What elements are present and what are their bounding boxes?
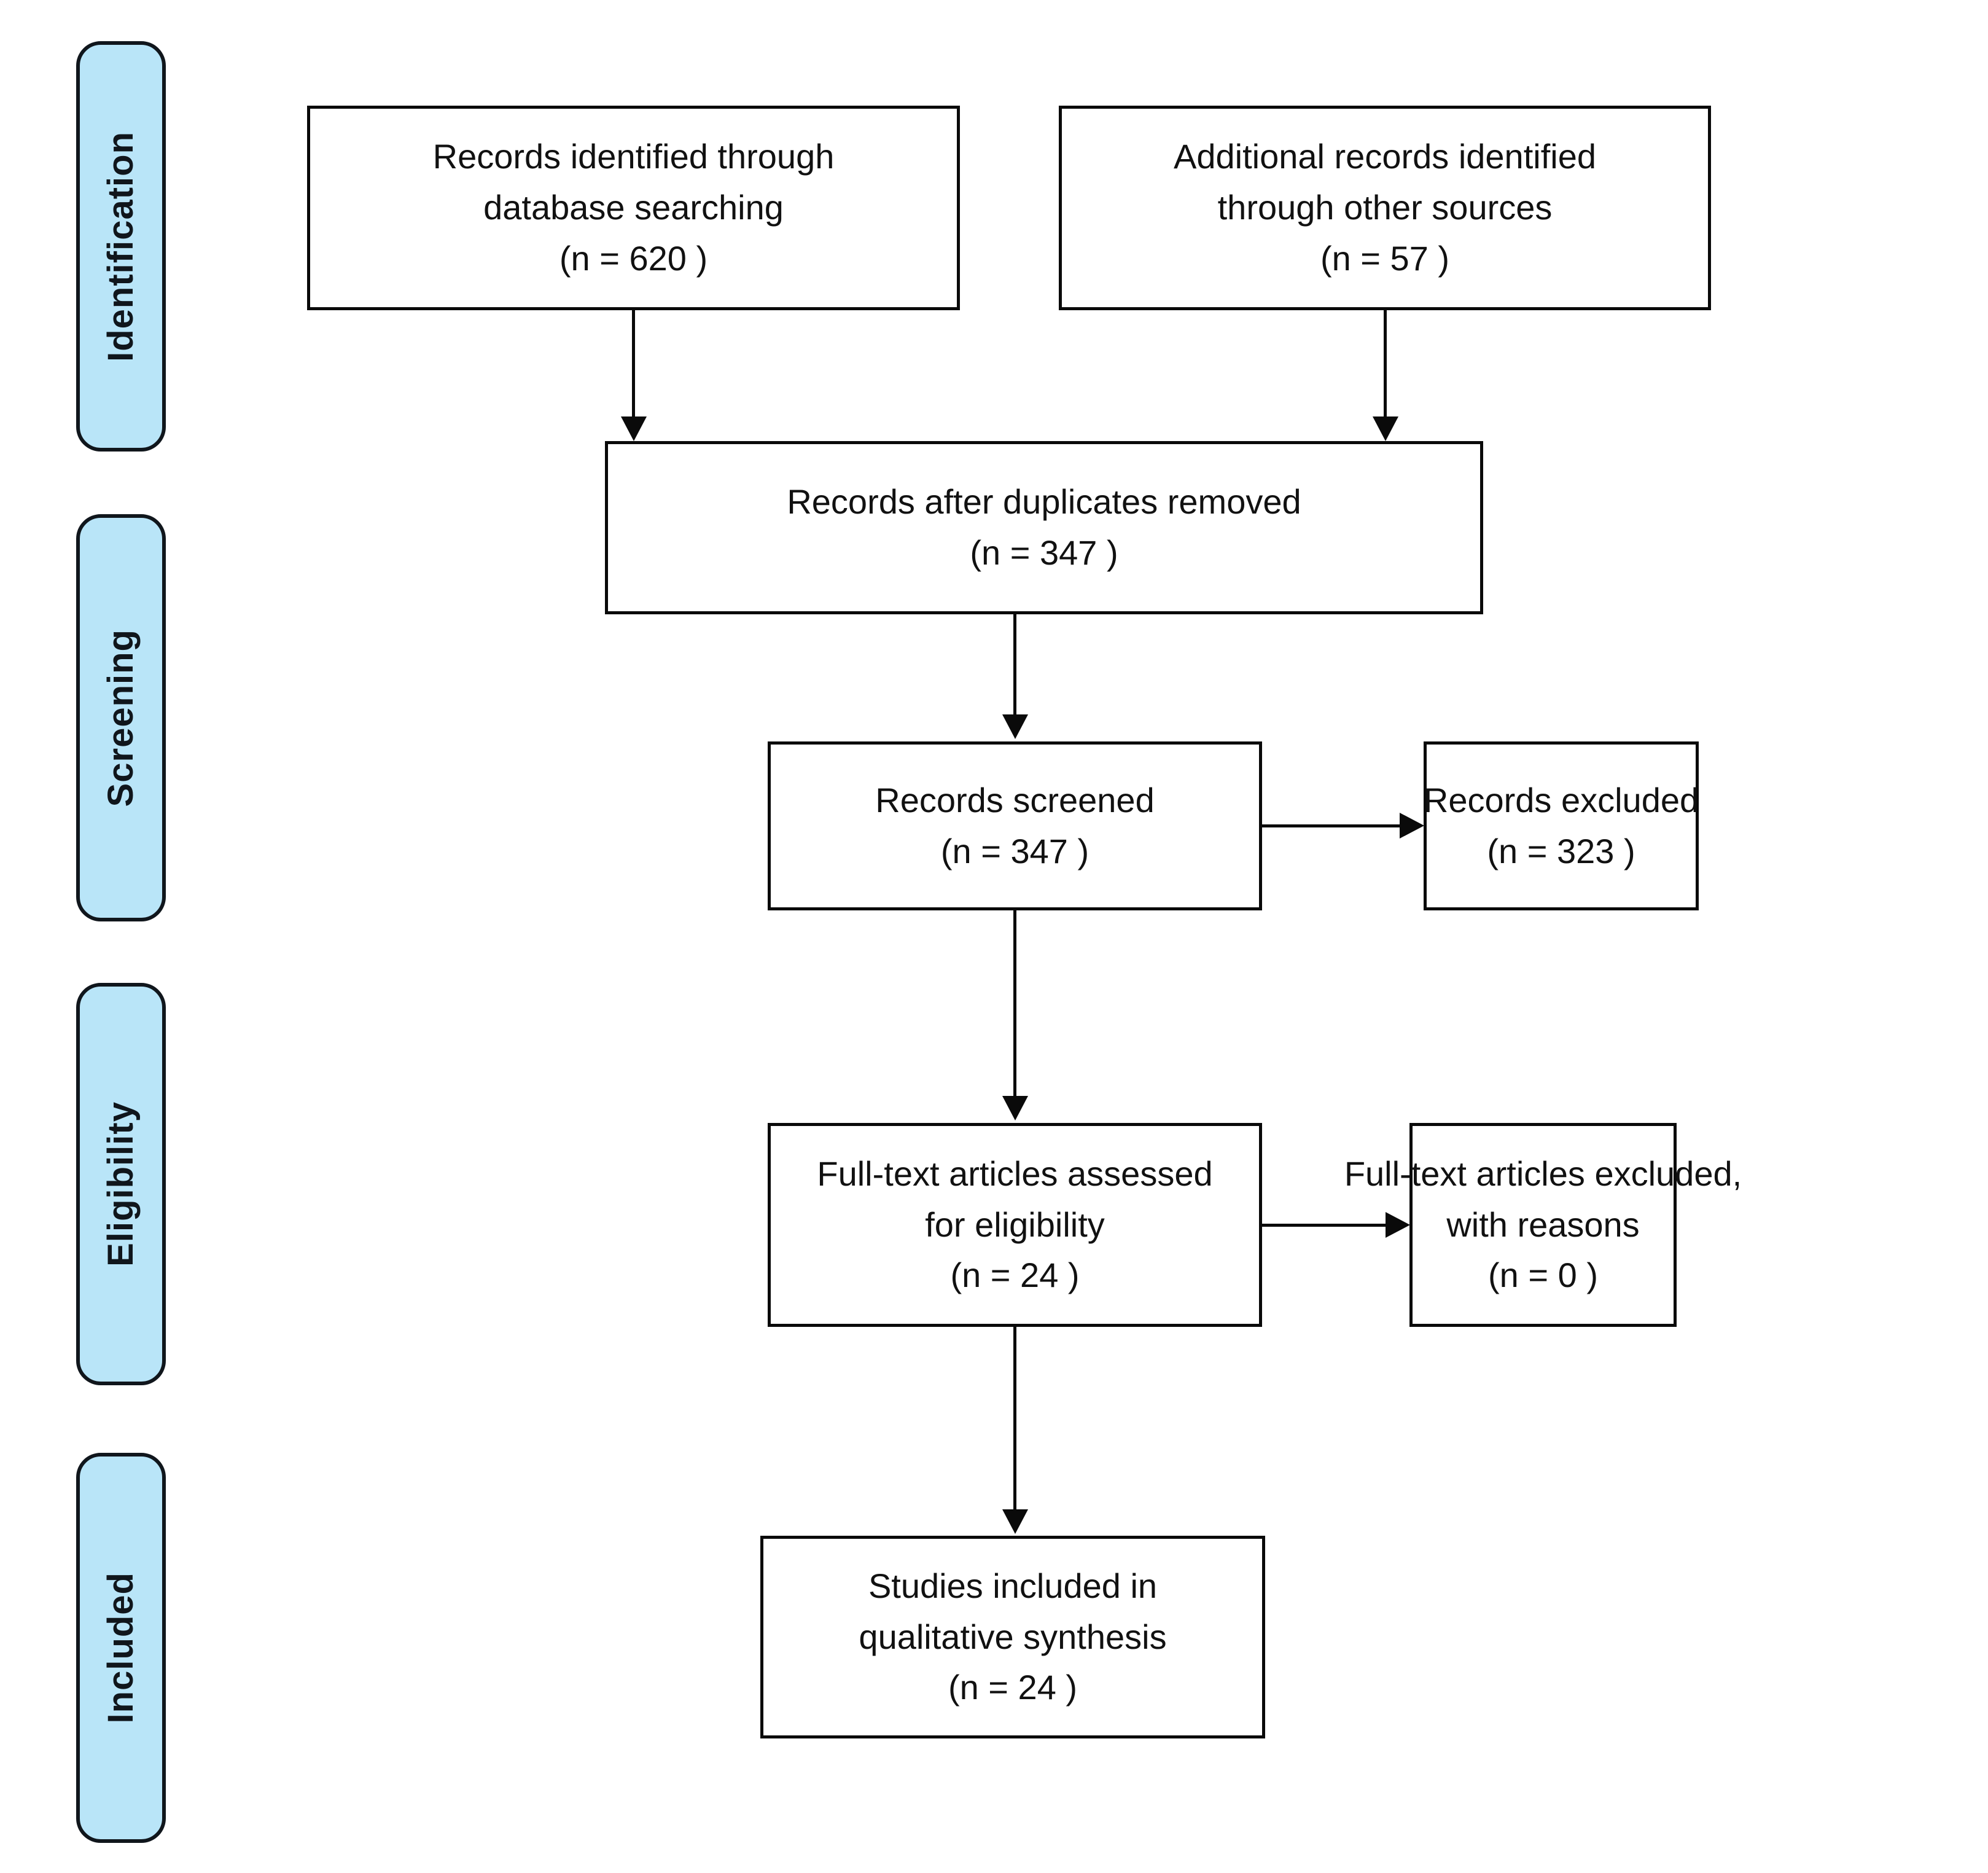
connector-dedup-to-screened-line bbox=[1013, 614, 1016, 717]
connector-fulltext-to-excluded-line bbox=[1262, 1224, 1388, 1227]
node-count: (n = 24 ) bbox=[950, 1256, 1080, 1295]
connector-screened-to-excluded-arrowhead bbox=[1400, 813, 1424, 839]
node-additional-records-other-sources: Additional records identified through ot… bbox=[1059, 106, 1711, 310]
stage-label-identification: Identification bbox=[101, 131, 141, 362]
node-fulltext-articles-excluded: Full-text articles excluded, with reason… bbox=[1344, 1123, 1742, 1327]
stage-bar-eligibility: Eligibility bbox=[76, 983, 166, 1385]
node-studies-included-qualitative-synthesis: Studies included in qualitative synthesi… bbox=[760, 1536, 1265, 1738]
node-count: (n = 620 ) bbox=[559, 238, 708, 278]
node-count: (n = 347 ) bbox=[970, 533, 1118, 572]
connector-screened-to-fulltext-arrowhead bbox=[1002, 1096, 1028, 1120]
node-count: (n = 347 ) bbox=[940, 831, 1090, 870]
node-records-after-duplicates-removed: Records after duplicates removed (n = 34… bbox=[605, 441, 1483, 614]
connector-fulltext-to-included-arrowhead bbox=[1002, 1509, 1028, 1534]
connector-screened-to-fulltext-line bbox=[1013, 910, 1016, 1098]
node-line-1: Records identified through bbox=[432, 137, 835, 176]
stage-label-included: Included bbox=[101, 1572, 141, 1724]
connector-screened-to-excluded-line bbox=[1262, 824, 1402, 827]
node-line-1: Full-text articles assessed bbox=[817, 1154, 1213, 1193]
node-fulltext-articles-assessed: Full-text articles assessed for eligibil… bbox=[768, 1123, 1262, 1327]
stage-label-screening: Screening bbox=[101, 628, 141, 807]
connector-other-sources-to-dedup-line bbox=[1384, 310, 1387, 419]
node-line-1: Additional records identified bbox=[1174, 137, 1596, 176]
node-line-1: Full-text articles excluded, bbox=[1344, 1154, 1742, 1193]
node-line-2: with reasons bbox=[1446, 1205, 1640, 1244]
connector-dedup-to-screened-arrowhead bbox=[1002, 714, 1028, 739]
node-line-1: Records after duplicates removed bbox=[787, 482, 1301, 522]
node-records-identified-database: Records identified through database sear… bbox=[307, 106, 960, 310]
connector-other-sources-to-dedup-arrowhead bbox=[1373, 416, 1398, 441]
node-line-1: Records excluded bbox=[1423, 780, 1699, 819]
stage-bar-identification: Identification bbox=[76, 41, 166, 452]
node-count: (n = 0 ) bbox=[1488, 1256, 1598, 1295]
node-line-2: through other sources bbox=[1217, 188, 1553, 227]
connector-db-search-to-dedup-line bbox=[632, 310, 635, 419]
node-line-1: Studies included in bbox=[868, 1566, 1158, 1605]
node-line-2: qualitative synthesis bbox=[859, 1617, 1167, 1656]
node-count: (n = 24 ) bbox=[948, 1668, 1078, 1707]
stage-bar-screening: Screening bbox=[76, 514, 166, 921]
node-records-screened: Records screened (n = 347 ) bbox=[768, 741, 1262, 910]
stage-label-eligibility: Eligibility bbox=[101, 1101, 141, 1267]
connector-fulltext-to-included-line bbox=[1013, 1327, 1016, 1511]
connector-fulltext-to-excluded-arrowhead bbox=[1386, 1212, 1410, 1238]
node-line-2: database searching bbox=[483, 188, 784, 227]
node-count: (n = 323 ) bbox=[1487, 831, 1635, 870]
node-line-2: for eligibility bbox=[925, 1205, 1105, 1244]
connector-db-search-to-dedup-arrowhead bbox=[621, 416, 647, 441]
node-records-excluded: Records excluded (n = 323 ) bbox=[1424, 741, 1699, 910]
node-count: (n = 57 ) bbox=[1320, 238, 1450, 278]
node-line-1: Records screened bbox=[875, 780, 1155, 819]
stage-bar-included: Included bbox=[76, 1453, 166, 1843]
